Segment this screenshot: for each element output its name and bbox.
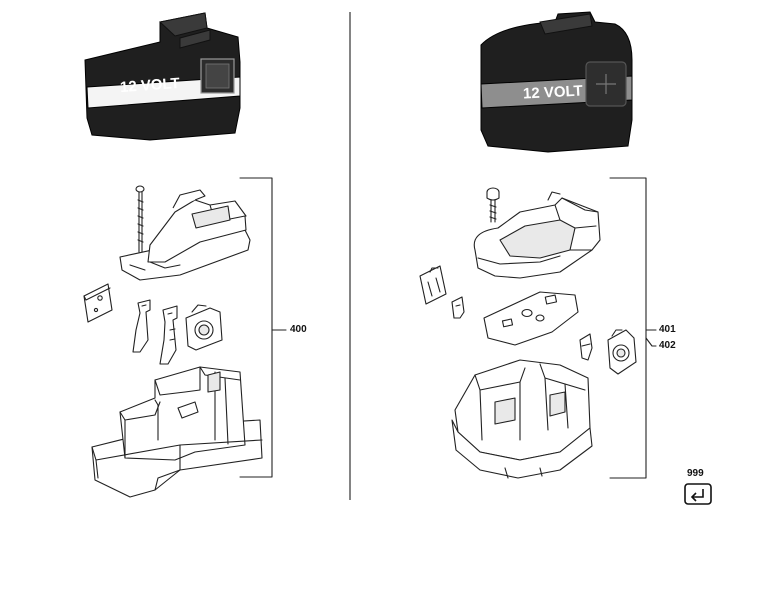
right-top-cover [473, 191, 601, 279]
left-battery-pack [84, 12, 241, 141]
right-contact-plate [419, 265, 447, 305]
ref-400: 400 [290, 324, 307, 335]
right-assembly-bracket [609, 177, 647, 479]
left-top-cover [119, 189, 251, 281]
right-small-terminal [579, 333, 593, 361]
right-battery-pack [480, 11, 633, 153]
ref-401: 401 [659, 324, 676, 335]
left-screw [135, 185, 145, 253]
right-screw [486, 187, 500, 223]
left-terminals [132, 299, 178, 365]
right-battery-label: 12 VOLT [522, 82, 584, 103]
left-connector-block [185, 304, 223, 351]
right-pcb-plate [483, 291, 579, 346]
left-housing [91, 366, 263, 498]
left-exploded-parts [83, 177, 287, 498]
right-ref-leader-b [645, 337, 657, 347]
right-housing [451, 359, 593, 479]
right-battery-voltage-text: 12 VOLT [522, 82, 584, 103]
ref-999: 999 [687, 468, 704, 479]
left-contact-plate [83, 283, 113, 323]
accessory-return-icon [684, 483, 712, 505]
left-battery-label: 12 VOLT [119, 75, 180, 96]
right-connector-block [607, 329, 637, 375]
right-small-clip [451, 296, 465, 319]
ref-402: 402 [659, 340, 676, 351]
right-exploded-parts [419, 177, 657, 479]
left-assembly-bracket [239, 177, 273, 478]
